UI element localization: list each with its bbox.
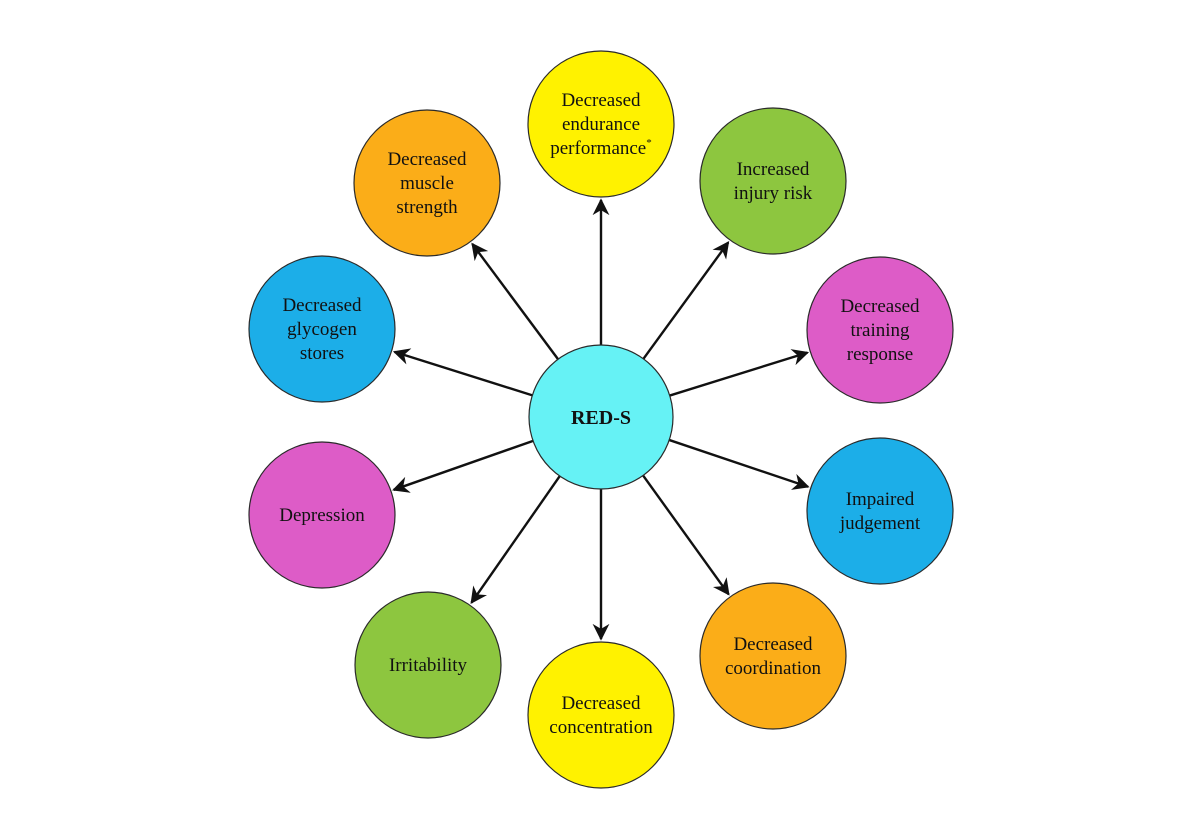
node-circle-judgement — [806, 437, 954, 585]
node-depression: Depression — [248, 441, 396, 589]
node-label-judgement: Impaired — [846, 489, 915, 510]
node-judgement: Impaired judgement — [806, 437, 954, 585]
arrow-to-judgement — [661, 436, 810, 490]
node-label-irritability: Irritability — [389, 655, 468, 676]
node-label-training: Decreased — [840, 296, 920, 317]
node-circle-coordination — [699, 582, 847, 730]
arrow-to-muscle — [471, 242, 564, 367]
node-circle-endurance — [527, 50, 675, 198]
node-glycogen: Decreased glycogen stores — [248, 255, 396, 403]
node-label-endurance: Decreased — [561, 90, 641, 111]
node-circle-muscle — [353, 109, 501, 257]
node-label-concentration: concentration — [549, 717, 653, 738]
node-label-depression: Depression — [279, 505, 365, 526]
center-layer: RED-S — [528, 344, 674, 490]
node-label-training: response — [847, 344, 913, 365]
superscript-marker: * — [646, 137, 652, 149]
node-label-coordination: coordination — [725, 658, 822, 679]
node-muscle: Decreased muscle strength — [353, 109, 501, 257]
arrow-to-coordination — [637, 468, 730, 596]
node-label-endurance: endurance — [562, 114, 640, 135]
node-label-training: training — [850, 320, 910, 341]
center-label: RED-S — [571, 407, 631, 429]
node-label-judgement: judgement — [839, 513, 921, 534]
node-label-injury: injury risk — [734, 183, 813, 204]
node-coordination: Decreased coordination — [699, 582, 847, 730]
node-concentration: Decreased concentration — [527, 641, 675, 789]
center-circle — [528, 344, 674, 490]
node-training: Decreased training response — [806, 256, 954, 404]
arrow-to-training — [661, 349, 810, 400]
arrow-to-injury — [637, 241, 730, 366]
node-label-glycogen: Decreased — [282, 295, 362, 316]
arrow-to-glycogen — [392, 348, 541, 399]
node-circle-irritability — [354, 591, 502, 739]
node-circle-glycogen — [248, 255, 396, 403]
node-label-muscle: strength — [396, 197, 458, 218]
node-label-concentration: Decreased — [561, 693, 641, 714]
node-label-endurance: performance* — [550, 137, 652, 159]
node-label-glycogen: stores — [300, 343, 344, 364]
arrows-layer — [392, 198, 810, 641]
node-circle-training — [806, 256, 954, 404]
node-label-coordination: Decreased — [733, 634, 813, 655]
node-label-injury: Increased — [737, 159, 810, 180]
node-label-muscle: Decreased — [387, 149, 467, 170]
node-label-glycogen: glycogen — [287, 319, 357, 340]
node-injury: Increased injury risk — [699, 107, 847, 255]
node-label-muscle: muscle — [400, 173, 454, 194]
node-circle-depression — [248, 441, 396, 589]
arrow-to-depression — [392, 437, 542, 493]
node-circle-injury — [699, 107, 847, 255]
node-irritability: Irritability — [354, 591, 502, 739]
node-circle-concentration — [527, 641, 675, 789]
arrow-to-irritability — [470, 468, 566, 605]
